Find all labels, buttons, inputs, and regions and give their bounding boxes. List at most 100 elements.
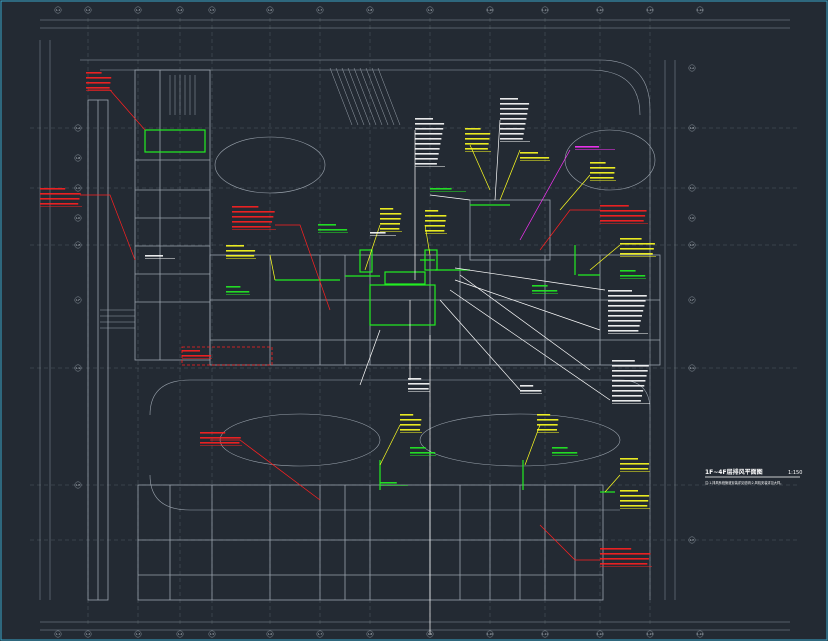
tag-text-line [226, 245, 244, 247]
tag-text-line [520, 385, 534, 387]
tag-text-line [620, 253, 653, 255]
axis-label: 1-1 [56, 8, 61, 12]
axis-bubble [646, 6, 654, 14]
tag-text-line [620, 238, 642, 240]
tag-text-line [425, 210, 439, 212]
axis-bubble [208, 630, 216, 638]
tag-text-line [532, 285, 548, 287]
axis-bubble [316, 6, 324, 14]
tag-text-line [465, 143, 489, 145]
site-road-outline [80, 59, 656, 600]
axis-labels-right: 1-A1-B1-C1-D1-E1-F1-G1-H [688, 64, 696, 544]
tag-text-line [608, 295, 647, 297]
tag-text-line [415, 138, 442, 140]
axis-label: 1-13 [647, 632, 653, 636]
axis-label: 1-14 [697, 632, 703, 636]
building-walls [87, 69, 661, 601]
tag-text-line [612, 385, 645, 387]
tag-text-line [318, 224, 336, 226]
tag-text-line [40, 203, 79, 205]
tag-text-line [600, 205, 629, 207]
tag-text-line [415, 158, 438, 160]
drawing-note: 注:1.排风系统管道安装详见说明;2.风机安装详见大样。 [705, 480, 783, 485]
tag-text-line [620, 270, 636, 272]
tag-text-line [620, 463, 650, 465]
axis-bubble [426, 6, 434, 14]
axis-bubble [74, 241, 82, 249]
tag-text-line [500, 133, 524, 135]
axis-bubble [688, 184, 696, 192]
tag-text-line [612, 400, 641, 402]
axis-label: 1-C [76, 186, 81, 190]
axis-bubble [316, 630, 324, 638]
axis-bubble [688, 124, 696, 132]
tag-text-line [226, 286, 241, 288]
tag-text-line [608, 315, 642, 317]
axis-label: 1-9 [428, 8, 433, 12]
tag-text-line [145, 255, 163, 257]
axis-bubble [688, 214, 696, 222]
tag-text-line [380, 482, 397, 484]
tag-text-line [380, 213, 402, 215]
tag-text-line [318, 229, 348, 231]
tag-text-line [600, 548, 632, 550]
tag-text-line [620, 468, 649, 470]
axis-label: 1-8 [368, 632, 373, 636]
tag-text-line [608, 320, 641, 322]
tag-text-line [400, 419, 422, 421]
axis-label: 1-6 [268, 632, 273, 636]
tag-text-line [620, 275, 646, 277]
axis-label: 1-H [76, 483, 81, 487]
axis-label: 1-11 [542, 8, 548, 12]
title-block: 1F~4F层排风平面图 1:150 注:1.排风系统管道安装详见说明;2.风机安… [705, 468, 802, 485]
tag-text-line [415, 123, 445, 125]
axis-bubble [486, 6, 494, 14]
tag-text-line [608, 305, 645, 307]
tag-text-line [537, 414, 551, 416]
tag-text-line [200, 432, 226, 434]
tag-text-line [200, 442, 240, 444]
axis-label: 1-4 [178, 632, 183, 636]
stair-hatch [100, 67, 401, 329]
tag-text-line [552, 447, 568, 449]
annotation-tags [40, 72, 656, 567]
axis-bubble [84, 6, 92, 14]
axis-bubble [366, 630, 374, 638]
tag-text-line [465, 148, 488, 150]
tag-text-line [380, 228, 400, 230]
tag-text-line [600, 220, 644, 222]
tag-text-line [226, 291, 250, 293]
tag-text-line [408, 383, 430, 385]
tag-text-line [590, 172, 615, 174]
tag-text-line [600, 210, 647, 212]
axis-label: 1-7 [318, 632, 323, 636]
tag-text-line [537, 419, 559, 421]
axis-label: 1-1 [56, 632, 61, 636]
tag-text-line [400, 414, 414, 416]
axis-bubble [74, 481, 82, 489]
tag-text-line [465, 138, 490, 140]
tag-text-line [182, 350, 200, 352]
axis-bubble [54, 6, 62, 14]
axis-label: 1-4 [178, 8, 183, 12]
tag-text-line [520, 157, 550, 159]
tag-text-line [500, 113, 528, 115]
axis-grid-lines [30, 18, 800, 625]
axis-label: 1-D [690, 216, 695, 220]
axis-bubble [266, 6, 274, 14]
tag-text-line [86, 77, 112, 79]
tag-text-line [232, 221, 273, 223]
tag-text-line [620, 248, 654, 250]
tag-text-line [612, 360, 635, 362]
axis-bubble [688, 296, 696, 304]
tag-text-line [465, 128, 481, 130]
axis-label: 1-F [76, 298, 81, 302]
tag-text-line [425, 215, 447, 217]
axis-bubble [541, 6, 549, 14]
axis-label: 1-14 [697, 8, 703, 12]
axis-label: 1-3 [136, 632, 141, 636]
tag-text-line [86, 72, 102, 74]
axis-label: 1-2 [86, 8, 91, 12]
